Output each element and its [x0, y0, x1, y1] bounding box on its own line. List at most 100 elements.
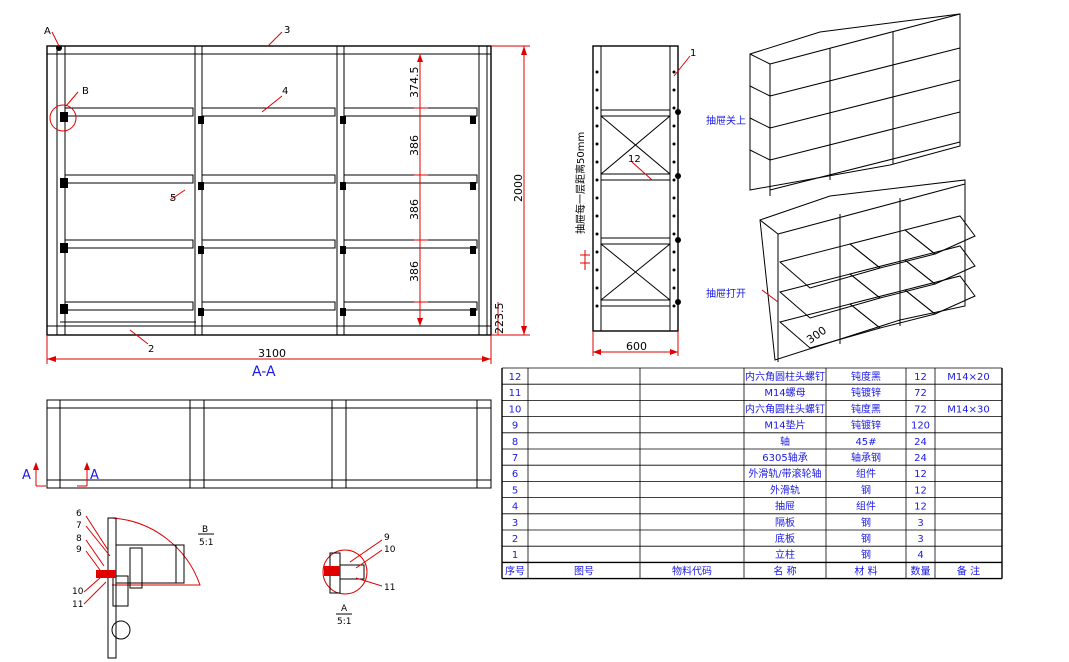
bom-cell-qty: 72 [914, 404, 927, 415]
section-title-a-a: A-A [252, 364, 276, 380]
dim-223-5: 223.5 [493, 303, 506, 335]
bom-header-name: 名 称 [773, 564, 796, 577]
detail-b-scale: 5:1 [199, 538, 213, 548]
bom-cell-qty: 24 [914, 453, 927, 464]
balloon-3: 3 [284, 25, 290, 36]
bom-cell-remark: M14×20 [947, 372, 989, 383]
bom-header-drawing-no: 图号 [574, 565, 594, 577]
bom-cell-material: 钢 [861, 548, 871, 561]
bom-cell-seq: 11 [509, 388, 522, 399]
balloon-a: A [44, 26, 51, 37]
balloon-1: 1 [690, 48, 696, 59]
bom-cell-material: 钢 [861, 483, 871, 496]
detail-a-label-9: 9 [384, 533, 390, 543]
bom-cell-material: 组件 [856, 500, 876, 513]
detail-a-title: A [341, 604, 348, 614]
bom-cell-name: 内六角圆柱头螺钉 [745, 370, 825, 383]
bom-cell-name: M14螺母 [764, 387, 805, 399]
bom-cell-name: 6305轴承 [762, 451, 807, 464]
bom-cell-name: 底板 [775, 532, 795, 545]
dim-2000: 2000 [512, 174, 525, 202]
dim-386-c: 386 [408, 261, 421, 282]
bom-cell-name: 轴 [780, 435, 790, 448]
balloon-2: 2 [148, 344, 154, 355]
detail-b-label-8: 8 [76, 534, 82, 544]
detail-b-title: B [202, 525, 208, 535]
dim-300: 300 [804, 324, 829, 347]
bom-cell-name: 隔板 [775, 516, 795, 529]
plan-view [46, 399, 492, 489]
bom-cell-seq: 1 [512, 550, 518, 561]
detail-b-label-10: 10 [72, 587, 84, 597]
bom-cell-name: M14垫片 [764, 419, 805, 432]
bom-cell-seq: 6 [512, 469, 518, 480]
bom-cell-qty: 3 [917, 518, 923, 529]
view-arrow-a-left: A [22, 468, 31, 483]
balloon-12: 12 [628, 154, 641, 165]
bom-cell-qty: 3 [917, 534, 923, 545]
detail-b-label-6: 6 [76, 509, 82, 519]
dim-374-5: 374.5 [408, 67, 421, 99]
bom-cell-material: 钢 [861, 516, 871, 529]
bom-cell-qty: 12 [914, 502, 927, 513]
label-drawer-closed: 抽屉关上 [706, 114, 746, 127]
detail-a-scale: 5:1 [337, 617, 351, 627]
bom-cell-name: 内六角圆柱头螺钉 [745, 402, 825, 415]
front-view: A B 3 4 5 2 374.5 386 386 386 223.5 2000… [44, 25, 530, 380]
bom-cell-qty: 24 [914, 437, 927, 448]
bom-cell-seq: 8 [512, 437, 518, 448]
detail-b-label-11: 11 [72, 600, 83, 610]
bom-cell-seq: 12 [509, 372, 522, 383]
bom-header-material-code: 物料代码 [672, 564, 712, 577]
bom-cell-material: 钝镀锌 [851, 386, 881, 399]
bom-cell-seq: 5 [512, 485, 518, 496]
bom-cell-qty: 12 [914, 372, 927, 383]
side-view: 1 12 抽屉每一层距离50mm 600 [574, 45, 696, 356]
iso-view-open [759, 179, 976, 362]
bom-cell-name: 外滑轨 [770, 483, 800, 496]
dim-600: 600 [626, 340, 647, 353]
bom-cell-name: 立柱 [775, 548, 795, 561]
bom-cell-seq: 9 [512, 421, 518, 432]
bom-cell-material: 钝镀锌 [851, 419, 881, 432]
note-drawer-spacing: 抽屉每一层距离50mm [574, 132, 587, 234]
balloon-5: 5 [170, 193, 176, 204]
bom-cell-seq: 2 [512, 534, 518, 545]
bom-cell-material: 45# [855, 437, 876, 448]
balloon-4: 4 [282, 86, 288, 97]
detail-a-label-10: 10 [384, 545, 396, 555]
bom-cell-material: 钝度黑 [851, 402, 881, 415]
bom-header-remark: 备 注 [957, 564, 980, 577]
bom-cell-qty: 12 [914, 469, 927, 480]
bom-cell-material: 钢 [861, 532, 871, 545]
bom-cell-seq: 10 [509, 404, 522, 415]
bom-cell-seq: 3 [512, 518, 518, 529]
detail-a: 9 10 11 A 5:1 [322, 533, 396, 627]
bom-cell-material: 轴承钢 [851, 451, 881, 464]
bom-cell-name: 抽屉 [775, 500, 795, 513]
bom-cell-seq: 7 [512, 453, 518, 464]
iso-view-closed [749, 13, 961, 196]
detail-b-label-7: 7 [76, 521, 82, 531]
bom-cell-remark: M14×30 [947, 404, 989, 415]
bom-cell-material: 钝度黑 [851, 370, 881, 383]
detail-b-label-9: 9 [76, 545, 82, 555]
balloon-b: B [82, 86, 89, 97]
label-drawer-open: 抽屉打开 [706, 287, 746, 300]
dim-386-a: 386 [408, 135, 421, 156]
bom-cell-name: 外滑轨/带滚轮轴 [748, 467, 821, 480]
bom-cell-qty: 12 [914, 485, 927, 496]
bom-header-material: 材 料 [854, 564, 877, 577]
detail-b: 6 7 8 9 10 11 B 5:1 [72, 509, 214, 659]
dim-3100: 3100 [258, 347, 286, 360]
bom-cell-seq: 4 [512, 502, 518, 513]
bom-cell-material: 组件 [856, 467, 876, 480]
bom-cell-qty: 72 [914, 388, 927, 399]
bom-cell-qty: 120 [911, 421, 930, 432]
bom-header-seq: 序号 [505, 564, 525, 577]
bom-header-qty: 数量 [911, 564, 931, 577]
view-arrow-a-right: A [90, 468, 99, 483]
dim-386-b: 386 [408, 199, 421, 220]
